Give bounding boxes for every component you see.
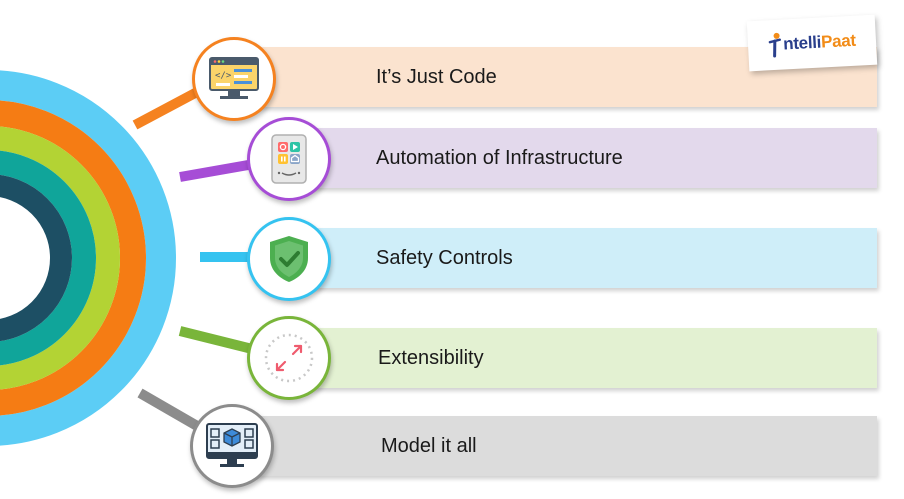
item-label-4: Extensibility bbox=[378, 347, 484, 369]
ring-2 bbox=[0, 100, 146, 416]
item-icon-circle-3 bbox=[247, 217, 331, 301]
item-label-3: Safety Controls bbox=[376, 247, 513, 269]
intellipaat-logo: ntelliPaat bbox=[746, 14, 878, 72]
item-icon-circle-4 bbox=[247, 316, 331, 400]
ring-5 bbox=[0, 174, 72, 342]
ring-3 bbox=[0, 126, 120, 390]
connector-line-3 bbox=[200, 252, 258, 262]
person-logo-icon bbox=[768, 32, 782, 58]
svg-text:</>: </> bbox=[215, 71, 232, 81]
item-bar-5 bbox=[235, 416, 877, 476]
logo-text-paat: Paat bbox=[820, 30, 857, 52]
item-bar-2 bbox=[290, 128, 877, 188]
item-label-1: It’s Just Code bbox=[376, 66, 497, 88]
expand-arrows-icon bbox=[264, 333, 314, 383]
shield-check-icon bbox=[270, 236, 308, 282]
logo-text-intelli: ntelli bbox=[782, 32, 822, 54]
item-icon-circle-1: </> bbox=[192, 37, 276, 121]
item-icon-circle-5 bbox=[190, 404, 274, 488]
item-label-2: Automation of Infrastructure bbox=[376, 147, 623, 169]
control-panel-icon bbox=[271, 134, 307, 184]
concentric-rings bbox=[0, 70, 176, 446]
code-window-icon: </> bbox=[209, 57, 259, 99]
item-bar-4 bbox=[290, 328, 877, 388]
item-bar-3 bbox=[290, 228, 877, 288]
ring-1 bbox=[0, 70, 176, 446]
item-icon-circle-2 bbox=[247, 117, 331, 201]
3d-model-monitor-icon bbox=[206, 423, 258, 467]
logo-text: ntelliPaat bbox=[783, 31, 857, 55]
item-label-5: Model it all bbox=[381, 435, 477, 457]
ring-4 bbox=[0, 150, 96, 366]
